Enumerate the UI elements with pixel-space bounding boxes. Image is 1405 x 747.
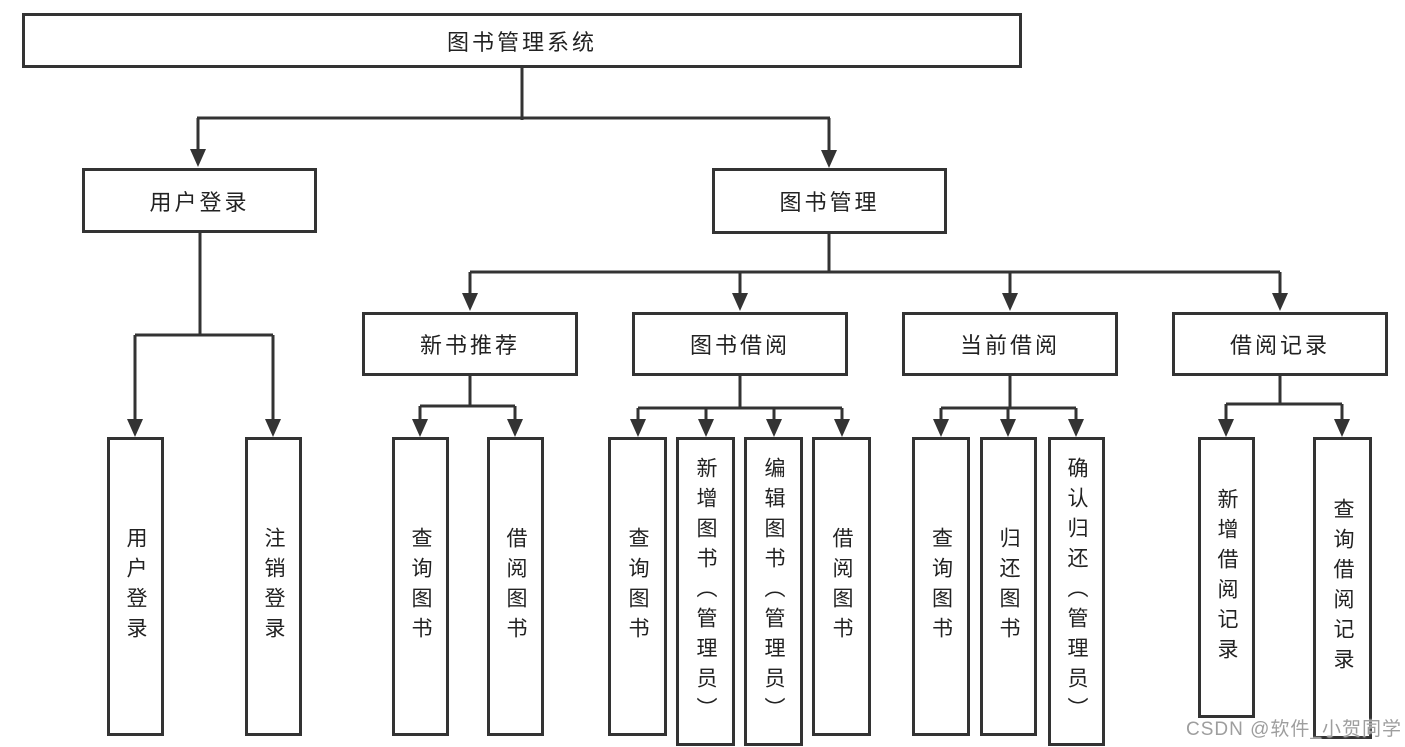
- leaf-user-login: 用户登录: [107, 437, 164, 736]
- node-borrow-records-label: 借阅记录: [1229, 333, 1330, 358]
- leaf-add-books-admin-label: 新增图书（管理员）: [694, 456, 717, 727]
- node-current-borrowing: 当前借阅: [902, 312, 1118, 376]
- csdn-watermark: CSDN @软件_小贺同学: [1186, 719, 1402, 740]
- node-book-borrowing: 图书借阅: [632, 312, 848, 376]
- node-new-book-recommend: 新书推荐: [362, 312, 578, 376]
- leaf-confirm-return-admin: 确认归还（管理员）: [1048, 437, 1105, 746]
- node-library-system-label: 图书管理系统: [446, 29, 597, 55]
- leaf-borrow-books-borrow: 借阅图书: [812, 437, 871, 736]
- leaf-borrow-books-recommend: 借阅图书: [487, 437, 544, 736]
- node-current-borrowing-label: 当前借阅: [959, 333, 1060, 358]
- leaf-confirm-return-admin-label: 确认归还（管理员）: [1065, 456, 1088, 727]
- leaf-query-books-borrow-label: 查询图书: [626, 526, 649, 647]
- leaf-add-borrow-record-label: 新增借阅记录: [1215, 487, 1238, 668]
- leaf-return-books: 归还图书: [980, 437, 1037, 736]
- node-user-login: 用户登录: [82, 168, 317, 233]
- node-book-borrowing-label: 图书借阅: [689, 333, 790, 358]
- leaf-query-books-recommend: 查询图书: [392, 437, 449, 736]
- leaf-query-books-borrow: 查询图书: [608, 437, 667, 736]
- leaf-query-books-current-label: 查询图书: [929, 526, 953, 647]
- node-borrow-records: 借阅记录: [1172, 312, 1388, 376]
- node-user-login-label: 用户登录: [149, 189, 250, 215]
- leaf-query-books-current: 查询图书: [912, 437, 970, 736]
- leaf-add-books-admin: 新增图书（管理员）: [676, 437, 735, 746]
- leaf-user-login-label: 用户登录: [124, 526, 147, 647]
- leaf-query-borrow-record-label: 查询借阅记录: [1331, 498, 1354, 678]
- leaf-query-books-recommend-label: 查询图书: [409, 526, 432, 647]
- node-book-management-label: 图书管理: [779, 190, 880, 215]
- leaf-add-borrow-record: 新增借阅记录: [1198, 437, 1255, 718]
- leaf-logout: 注销登录: [245, 437, 302, 736]
- leaf-edit-books-admin-label: 编辑图书（管理员）: [762, 456, 785, 727]
- leaf-return-books-label: 归还图书: [997, 526, 1020, 647]
- node-new-book-recommend-label: 新书推荐: [419, 333, 520, 358]
- leaf-logout-label: 注销登录: [262, 526, 285, 647]
- leaf-borrow-books-borrow-label: 借阅图书: [830, 526, 853, 647]
- node-book-management: 图书管理: [712, 168, 947, 234]
- leaf-borrow-books-recommend-label: 借阅图书: [504, 526, 527, 647]
- leaf-query-borrow-record: 查询借阅记录: [1313, 437, 1372, 739]
- leaf-edit-books-admin: 编辑图书（管理员）: [744, 437, 803, 746]
- node-library-system: 图书管理系统: [22, 13, 1022, 68]
